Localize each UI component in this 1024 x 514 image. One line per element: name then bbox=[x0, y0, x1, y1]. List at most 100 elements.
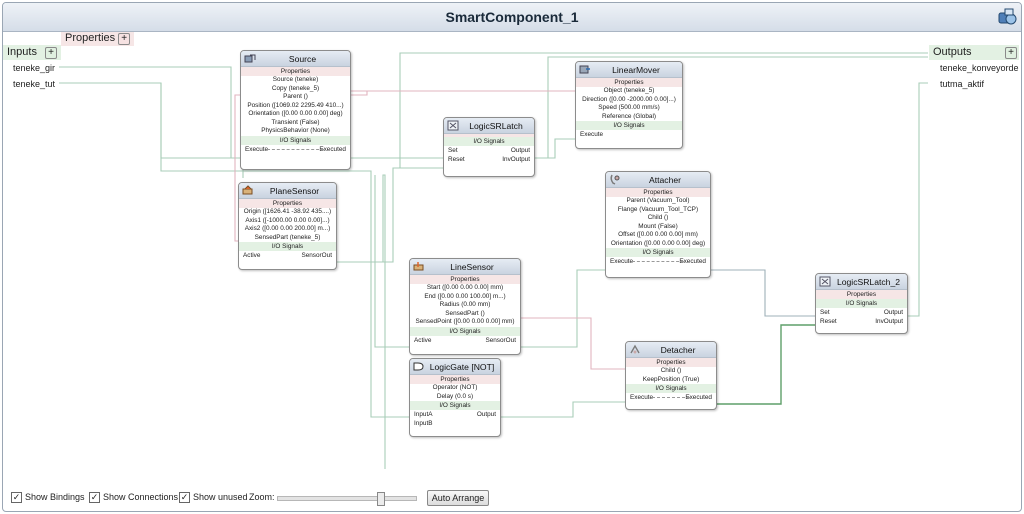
property-row[interactable]: Offset ([0.00 0.00 0.00] mm) bbox=[618, 231, 698, 238]
node-header[interactable]: Attacher bbox=[606, 172, 710, 188]
signal-input[interactable]: Reset bbox=[820, 318, 837, 325]
property-row[interactable]: Operator (NOT) bbox=[432, 384, 478, 391]
linesensor-node[interactable]: LineSensor Properties Start ([0.00 0.00 … bbox=[409, 258, 521, 355]
add-output-button[interactable]: + bbox=[1005, 47, 1017, 59]
property-row[interactable]: SensedPart () bbox=[445, 309, 485, 317]
property-row[interactable]: Source (teneke) bbox=[272, 76, 319, 83]
add-property-button[interactable]: + bbox=[118, 33, 131, 45]
signal-input[interactable]: Set bbox=[820, 309, 830, 316]
zoom-slider[interactable] bbox=[277, 492, 417, 506]
signal-input[interactable]: Set bbox=[448, 147, 458, 154]
signal-output[interactable]: Output bbox=[510, 147, 530, 154]
node-header[interactable]: LogicSRLatch bbox=[444, 118, 534, 134]
logic-gate-icon bbox=[413, 362, 424, 371]
input-signal[interactable]: teneke_gir bbox=[13, 63, 56, 73]
property-row[interactable]: Speed (500.00 mm/s) bbox=[598, 104, 660, 111]
property-row[interactable]: Delay (0.0 s) bbox=[436, 392, 474, 400]
property-row[interactable]: Flange (Vacuum_Tool_TCP) bbox=[617, 205, 699, 213]
signal-input[interactable]: Execute bbox=[630, 394, 654, 401]
output-signal[interactable]: tutma_aktif bbox=[940, 79, 985, 89]
property-row[interactable]: SensedPoint ([0.00 0.00 0.00] mm) bbox=[415, 318, 515, 325]
node-header[interactable]: LogicSRLatch_2 bbox=[816, 274, 907, 290]
property-row[interactable]: Child () bbox=[660, 367, 682, 374]
auto-arrange-button[interactable]: Auto Arrange bbox=[427, 490, 489, 506]
property-row[interactable]: Parent (Vacuum_Tool) bbox=[626, 197, 690, 204]
signal-output[interactable]: InvOutput bbox=[502, 156, 530, 163]
signal-row: Active SensorOut bbox=[239, 251, 336, 260]
outputs-label: Outputs bbox=[933, 46, 972, 58]
signal-input[interactable]: Active bbox=[414, 336, 432, 344]
io-signals-band: I/O Signals bbox=[239, 242, 336, 251]
properties-header[interactable]: Properties+ bbox=[61, 32, 135, 46]
zoom-slider-thumb[interactable] bbox=[377, 492, 385, 506]
property-row[interactable]: Position ([1069.02 2295.49 410...) bbox=[247, 101, 344, 109]
property-row[interactable]: Orientation ([0.00 0.00 0.00] deg) bbox=[248, 110, 343, 117]
linearmover-node[interactable]: LinearMover Properties Object (teneke_5)… bbox=[575, 61, 683, 149]
property-row[interactable]: Axis2 ([0.00 0.00 200.00] m...) bbox=[244, 225, 331, 232]
signal-output[interactable]: Executed bbox=[679, 258, 706, 265]
show-unused-label: Show unused bbox=[193, 492, 248, 502]
signal-row: Active SensorOut bbox=[410, 336, 520, 345]
show-bindings-checkbox[interactable]: ✓ bbox=[11, 492, 22, 503]
properties-band: Properties bbox=[816, 290, 907, 299]
properties-band bbox=[444, 134, 534, 137]
signal-output[interactable]: Output bbox=[476, 411, 496, 418]
wire-linesensor-to-attacher bbox=[519, 269, 605, 348]
signal-output[interactable]: SensorOut bbox=[301, 252, 332, 259]
signal-input[interactable]: Execute bbox=[610, 258, 634, 265]
show-unused-checkbox[interactable]: ✓ bbox=[179, 492, 190, 503]
node-header[interactable]: LinearMover bbox=[576, 62, 682, 78]
property-row[interactable]: Parent () bbox=[283, 93, 308, 100]
property-row[interactable]: Reference (Global) bbox=[602, 112, 656, 120]
property-row[interactable]: KeepPosition (True) bbox=[642, 375, 700, 383]
property-row[interactable]: Origin ([1626.41 -38.92 435....) bbox=[243, 208, 332, 215]
property-row[interactable]: Copy (teneke_5) bbox=[271, 84, 320, 92]
property-row[interactable]: SensedPart (teneke_5) bbox=[254, 233, 321, 241]
node-header[interactable]: Source bbox=[241, 51, 350, 67]
signal-input[interactable]: Active bbox=[243, 252, 261, 259]
node-header[interactable]: LineSensor bbox=[410, 259, 520, 275]
signal-input[interactable]: Execute bbox=[245, 145, 269, 153]
logicsrlatch2-node[interactable]: LogicSRLatch_2 Properties I/O Signals Se… bbox=[815, 273, 908, 334]
signal-output[interactable]: Executed bbox=[685, 394, 712, 401]
attacher-node[interactable]: Attacher Properties Parent (Vacuum_Tool)… bbox=[605, 171, 711, 278]
signal-output[interactable]: SensorOut bbox=[485, 336, 516, 344]
signal-output[interactable]: Output bbox=[883, 309, 903, 316]
signal-row: Set Output bbox=[816, 308, 907, 317]
node-header[interactable]: PlaneSensor bbox=[239, 183, 336, 199]
input-signal[interactable]: teneke_tut bbox=[13, 79, 56, 89]
source-node[interactable]: Source Properties Source (teneke) Copy (… bbox=[240, 50, 351, 170]
property-row[interactable]: Object (teneke_5) bbox=[603, 87, 655, 94]
signal-link-line bbox=[267, 148, 324, 150]
property-row[interactable]: Orientation ([0.00 0.00 0.00] deg) bbox=[610, 239, 706, 247]
io-signals-band: I/O Signals bbox=[816, 299, 907, 308]
show-connections-checkbox[interactable]: ✓ bbox=[89, 492, 100, 503]
properties-band: Properties bbox=[410, 375, 500, 384]
signal-input[interactable]: Reset bbox=[448, 156, 465, 163]
signal-output[interactable]: Executed bbox=[319, 145, 346, 153]
detacher-node[interactable]: Detacher Properties Child () KeepPositio… bbox=[625, 341, 717, 410]
property-row[interactable]: Mount (False) bbox=[638, 222, 678, 230]
latch-icon bbox=[819, 276, 831, 287]
property-row[interactable]: Axis1 ([-1000.00 0.00 0.00]...) bbox=[245, 216, 330, 224]
property-row[interactable]: Start ([0.00 0.00 0.00] mm) bbox=[426, 284, 504, 291]
property-row[interactable]: End ([0.00 0.00 100.00] m...) bbox=[424, 292, 506, 300]
wire-latch2-to-output bbox=[906, 82, 928, 317]
node-header[interactable]: LogicGate [NOT] bbox=[410, 359, 500, 375]
property-row[interactable]: Child () bbox=[647, 214, 669, 221]
property-row[interactable]: Transient (False) bbox=[271, 118, 320, 126]
logicgate-node[interactable]: LogicGate [NOT] Properties Operator (NOT… bbox=[409, 358, 501, 437]
property-row[interactable]: Direction ([0.00 -2000.00 0.00]...) bbox=[582, 95, 676, 103]
output-signal[interactable]: teneke_konveyorde bbox=[940, 63, 1019, 73]
property-row[interactable]: Radius (0.00 mm) bbox=[439, 301, 491, 308]
signal-input[interactable]: InputB bbox=[414, 420, 433, 427]
node-title: LogicSRLatch_2 bbox=[836, 277, 901, 287]
signal-output[interactable]: InvOutput bbox=[875, 318, 903, 325]
property-row[interactable]: PhysicsBehavior (None) bbox=[261, 127, 330, 134]
logicsrlatch-node[interactable]: LogicSRLatch I/O Signals Set Output Rese… bbox=[443, 117, 535, 177]
node-header[interactable]: Detacher bbox=[626, 342, 716, 358]
planesensor-node[interactable]: PlaneSensor Properties Origin ([1626.41 … bbox=[238, 182, 337, 270]
signal-input[interactable]: Execute bbox=[580, 131, 604, 138]
signal-input[interactable]: InputA bbox=[414, 411, 433, 418]
add-input-button[interactable]: + bbox=[45, 47, 57, 59]
